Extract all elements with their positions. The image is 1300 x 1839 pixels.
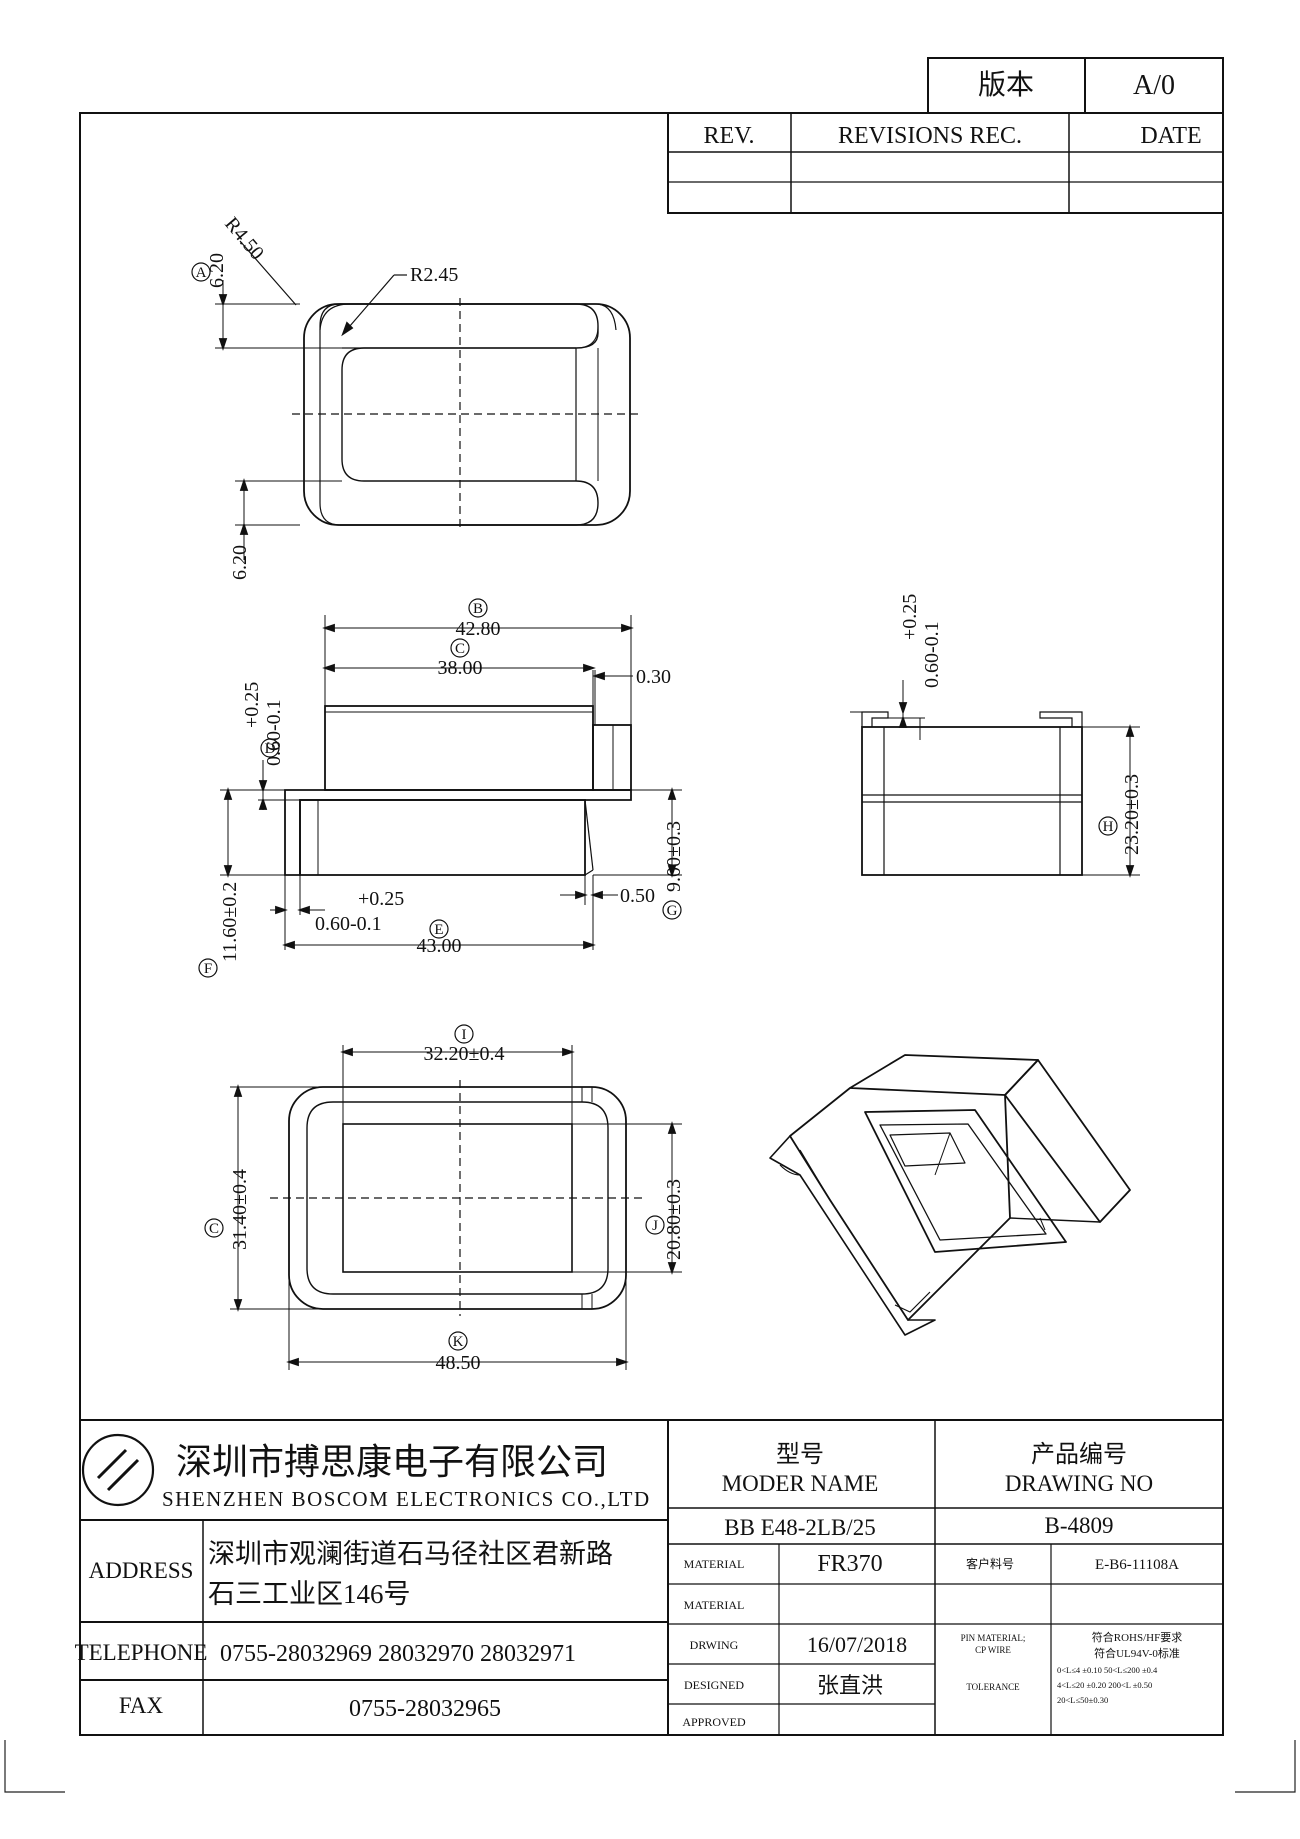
tag-h: H bbox=[1103, 819, 1114, 835]
dim-top-bottom: 6.20 bbox=[229, 545, 251, 580]
designed-label: DESIGNED bbox=[684, 1678, 744, 1692]
date-header: DATE bbox=[1140, 123, 1201, 149]
tag-f-circle: F bbox=[198, 958, 218, 978]
model-value: BB E48-2LB/25 bbox=[724, 1515, 875, 1540]
crop-marks bbox=[4, 1740, 1296, 1793]
customer-pn-label: 客户料号 bbox=[966, 1556, 1014, 1571]
tag-c2: C bbox=[209, 1221, 219, 1237]
approved-label: APPROVED bbox=[682, 1715, 746, 1729]
dim-j: 20.80±0.3 bbox=[663, 1179, 685, 1260]
revision-block bbox=[667, 57, 1224, 214]
company-name-cn: 深圳市搏思康电子有限公司 bbox=[176, 1442, 608, 1482]
tag-j: J bbox=[652, 1218, 658, 1234]
tag-c2-circle: C bbox=[204, 1218, 224, 1238]
tag-i-circle: I bbox=[454, 1024, 474, 1044]
customer-pn-value: E-B6-11108A bbox=[1095, 1557, 1179, 1573]
tag-d-circle: D bbox=[260, 738, 280, 758]
drawing-no-value: B-4809 bbox=[1045, 1513, 1114, 1538]
tag-b-circle: B bbox=[468, 598, 488, 618]
tag-a: A bbox=[196, 265, 207, 281]
fax-value: 0755-28032965 bbox=[349, 1696, 501, 1722]
telephone-value: 0755-28032969 28032970 28032971 bbox=[220, 1641, 576, 1667]
drawing-no-label-cn: 产品编号 bbox=[1031, 1441, 1127, 1468]
tag-a-circle: A bbox=[191, 262, 211, 282]
tag-g-circle: G bbox=[662, 900, 682, 920]
tag-d: D bbox=[265, 741, 276, 757]
tolerance-line-3: 20<L≤50±0.30 bbox=[1057, 1695, 1108, 1705]
front-view bbox=[220, 615, 682, 950]
side-dim-nom: 0.60-0.1 bbox=[921, 621, 943, 688]
dim-d-tol: +0.25 bbox=[241, 682, 263, 728]
tag-k: K bbox=[453, 1334, 464, 1350]
tag-e: E bbox=[434, 922, 443, 938]
pin-material-label-2: CP WIRE bbox=[975, 1645, 1011, 1655]
tag-h-circle: H bbox=[1098, 816, 1118, 836]
top-view bbox=[215, 240, 640, 560]
dim-e: 43.00 bbox=[417, 935, 462, 957]
revisions-rec-header: REVISIONS REC. bbox=[838, 123, 1022, 149]
pin-material-label-1: PIN MATERIAL; bbox=[961, 1633, 1026, 1643]
company-logo-icon bbox=[81, 1433, 155, 1507]
model-label-en: MODER NAME bbox=[722, 1471, 879, 1496]
dim-step: 0.50 bbox=[620, 885, 655, 907]
designed-value: 张直洪 bbox=[817, 1673, 883, 1698]
dim-wall: 0.60-0.1 bbox=[315, 913, 382, 935]
pin-material-value-1: 符合ROHS/HF要求 bbox=[1092, 1630, 1182, 1644]
dim-i: 32.20±0.4 bbox=[424, 1043, 505, 1065]
rev-header: REV. bbox=[704, 123, 755, 149]
title-block bbox=[80, 1419, 1223, 1735]
address-label: ADDRESS bbox=[89, 1558, 194, 1583]
drawing-no-label-en: DRAWING NO bbox=[1005, 1471, 1153, 1496]
tag-f: F bbox=[204, 961, 212, 977]
dim-wall-tol: +0.25 bbox=[358, 888, 404, 910]
dim-r-inner: R2.45 bbox=[410, 264, 458, 286]
tag-e-circle: E bbox=[429, 919, 449, 939]
tag-k-circle: K bbox=[448, 1331, 468, 1351]
dim-c2: 31.40±0.4 bbox=[229, 1169, 251, 1250]
address-line-2: 石三工业区146号 bbox=[208, 1579, 411, 1609]
material-value: FR370 bbox=[817, 1551, 882, 1577]
drawing-border bbox=[79, 112, 1224, 1736]
drwing-value: 16/07/2018 bbox=[807, 1632, 907, 1657]
tag-g: G bbox=[667, 903, 678, 919]
telephone-label: TELEPHONE bbox=[75, 1640, 208, 1665]
company-name-en: SHENZHEN BOSCOM ELECTRONICS CO.,LTD bbox=[162, 1487, 651, 1511]
dim-c: 38.00 bbox=[438, 657, 483, 679]
dim-k: 48.50 bbox=[436, 1352, 481, 1374]
dim-h: 23.20±0.3 bbox=[1121, 774, 1143, 855]
tag-j-circle: J bbox=[645, 1215, 665, 1235]
drwing-label: DRWING bbox=[690, 1638, 739, 1652]
dim-gap: 0.30 bbox=[636, 666, 671, 688]
dim-a: 6.20 bbox=[206, 253, 228, 288]
material2-label: MATERIAL bbox=[684, 1598, 745, 1612]
tag-c: C bbox=[455, 641, 465, 657]
tag-b: B bbox=[473, 601, 483, 617]
isometric-view bbox=[769, 1054, 1131, 1336]
version-value: A/0 bbox=[1133, 70, 1175, 101]
version-label: 版本 bbox=[978, 69, 1034, 101]
side-view bbox=[850, 680, 1140, 878]
address-line-1: 深圳市观澜街道石马径社区君新路 bbox=[208, 1539, 613, 1569]
tag-i: I bbox=[462, 1027, 467, 1043]
tolerance-label: TOLERANCE bbox=[966, 1682, 1020, 1692]
dim-f: 11.60±0.2 bbox=[219, 882, 241, 962]
model-label-cn: 型号 bbox=[776, 1441, 824, 1468]
dim-g: 9.00±0.3 bbox=[663, 821, 685, 892]
fax-label: FAX bbox=[119, 1693, 164, 1718]
side-dim-tol: +0.25 bbox=[899, 594, 921, 640]
tag-c-circle: C bbox=[450, 638, 470, 658]
dim-b: 42.80 bbox=[456, 618, 501, 640]
bottom-view bbox=[230, 1045, 682, 1370]
tolerance-line-1: 0<L≤4 ±0.10 50<L≤200 ±0.4 bbox=[1057, 1665, 1158, 1675]
material-label: MATERIAL bbox=[684, 1557, 745, 1571]
pin-material-value-2: 符合UL94V-0标准 bbox=[1094, 1646, 1180, 1660]
tolerance-line-2: 4<L≤20 ±0.20 200<L ±0.50 bbox=[1057, 1680, 1152, 1690]
